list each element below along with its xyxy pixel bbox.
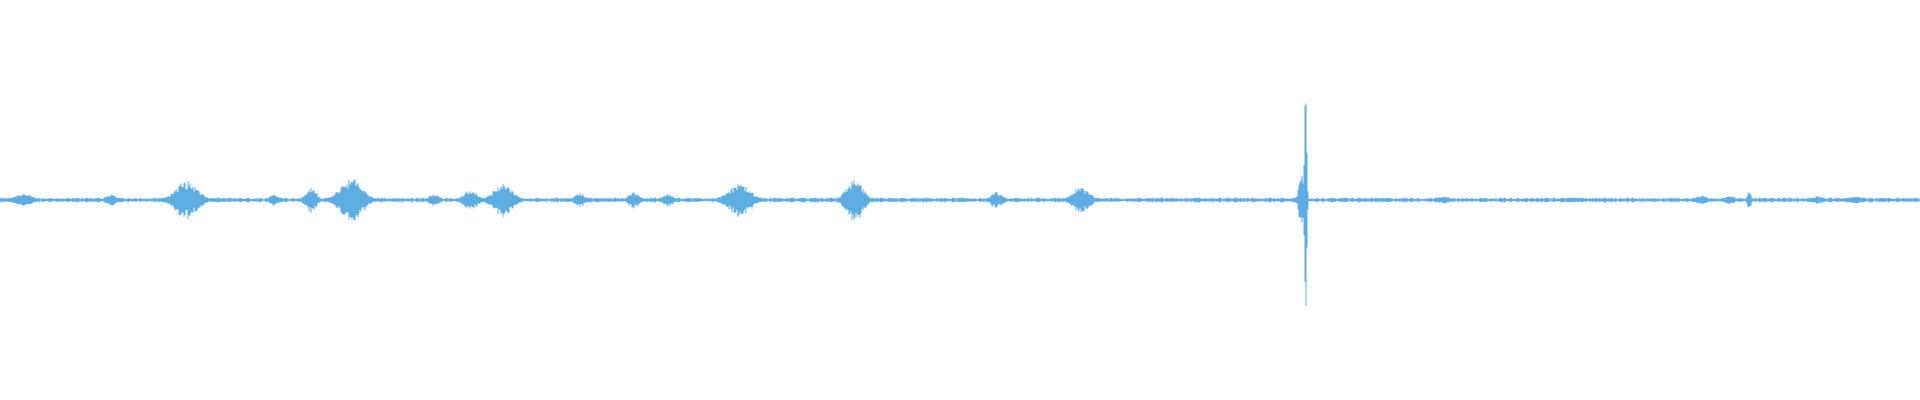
waveform-trace: [0, 103, 1920, 306]
